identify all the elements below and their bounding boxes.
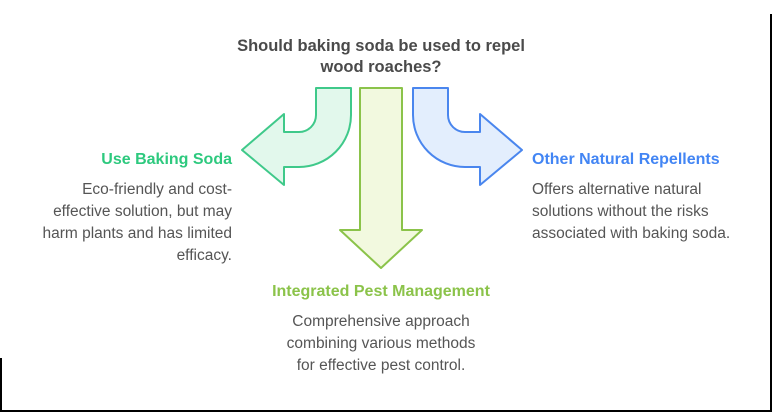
straight-arrow-down-icon (339, 87, 423, 269)
branch-description-integrated-pest-management: Comprehensive approach combining various… (286, 313, 476, 374)
frame-border-left-stub (0, 358, 2, 412)
branch-use-baking-soda: Use Baking Soda Eco-friendly and cost- e… (17, 150, 232, 267)
branch-integrated-pest-management: Integrated Pest Management Comprehensive… (246, 282, 516, 377)
frame-border-bottom (0, 410, 772, 412)
branch-heading-other-natural-repellents: Other Natural Repellents (532, 151, 720, 168)
branch-heading-integrated-pest-management: Integrated Pest Management (272, 283, 490, 300)
branch-description-other-natural-repellents: Offers alternative natural solutions wit… (532, 181, 731, 242)
diagram-title: Should baking soda be used to repel wood… (237, 37, 525, 76)
branch-heading-use-baking-soda: Use Baking Soda (101, 151, 232, 168)
curved-arrow-right-icon (412, 87, 523, 186)
branch-other-natural-repellents: Other Natural Repellents Offers alternat… (532, 150, 762, 245)
frame-border-right (770, 14, 772, 412)
curved-arrow-left-icon (241, 87, 352, 186)
branch-description-use-baking-soda: Eco-friendly and cost- effective solutio… (42, 181, 232, 264)
